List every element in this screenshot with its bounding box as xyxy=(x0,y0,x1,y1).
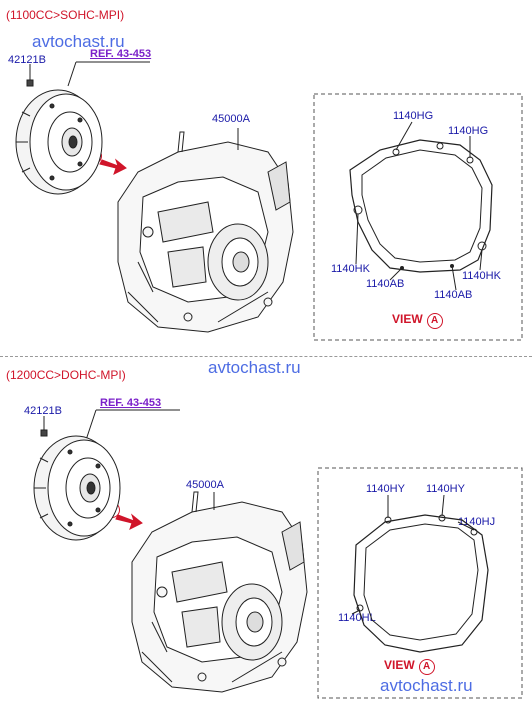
part-label-1140hy-a[interactable]: 1140HY xyxy=(366,483,405,495)
torque-converter-1 xyxy=(15,89,103,195)
part-label-42121b-2[interactable]: 42121B xyxy=(24,405,62,417)
part-label-42121b-1[interactable]: 42121B xyxy=(8,54,46,66)
section-title-1: (1100CC>SOHC-MPI) xyxy=(6,8,125,22)
part-label-1140hj[interactable]: 1140HJ xyxy=(458,516,496,528)
part-label-1140hk-a[interactable]: 1140HK xyxy=(331,263,370,275)
part-label-45000a-1[interactable]: 45000A xyxy=(212,113,250,125)
part-label-1140hg-b[interactable]: 1140HG xyxy=(448,125,489,137)
part-label-1140ab-a[interactable]: 1140AB xyxy=(366,278,405,290)
section-divider xyxy=(0,356,532,357)
view-badge: A xyxy=(418,659,435,675)
part-label-1140ab-b[interactable]: 1140AB xyxy=(434,289,473,301)
watermark-1: avtochast.ru xyxy=(32,32,125,51)
view-text: VIEW xyxy=(384,658,415,672)
ref-link-1[interactable]: REF. 43-453 xyxy=(90,48,152,60)
part-label-1140hk-b[interactable]: 1140HK xyxy=(462,270,501,282)
torque-converter-2 xyxy=(33,435,121,541)
ref-link-2[interactable]: REF. 43-453 xyxy=(100,397,162,409)
section-title-2: (1200CC>DOHC-MPI) xyxy=(6,368,126,382)
part-label-45000a-2[interactable]: 45000A xyxy=(186,479,224,491)
view-text: VIEW xyxy=(392,312,423,326)
part-label-1140hl[interactable]: 1140HL xyxy=(338,612,376,624)
part-label-1140hy-b[interactable]: 1140HY xyxy=(426,483,465,495)
part-label-1140hg-a[interactable]: 1140HG xyxy=(393,110,434,122)
view-badge: A xyxy=(426,313,443,329)
watermark-2: avtochast.ru xyxy=(208,358,301,377)
watermark-bottom: avtochast.ru xyxy=(380,676,473,695)
